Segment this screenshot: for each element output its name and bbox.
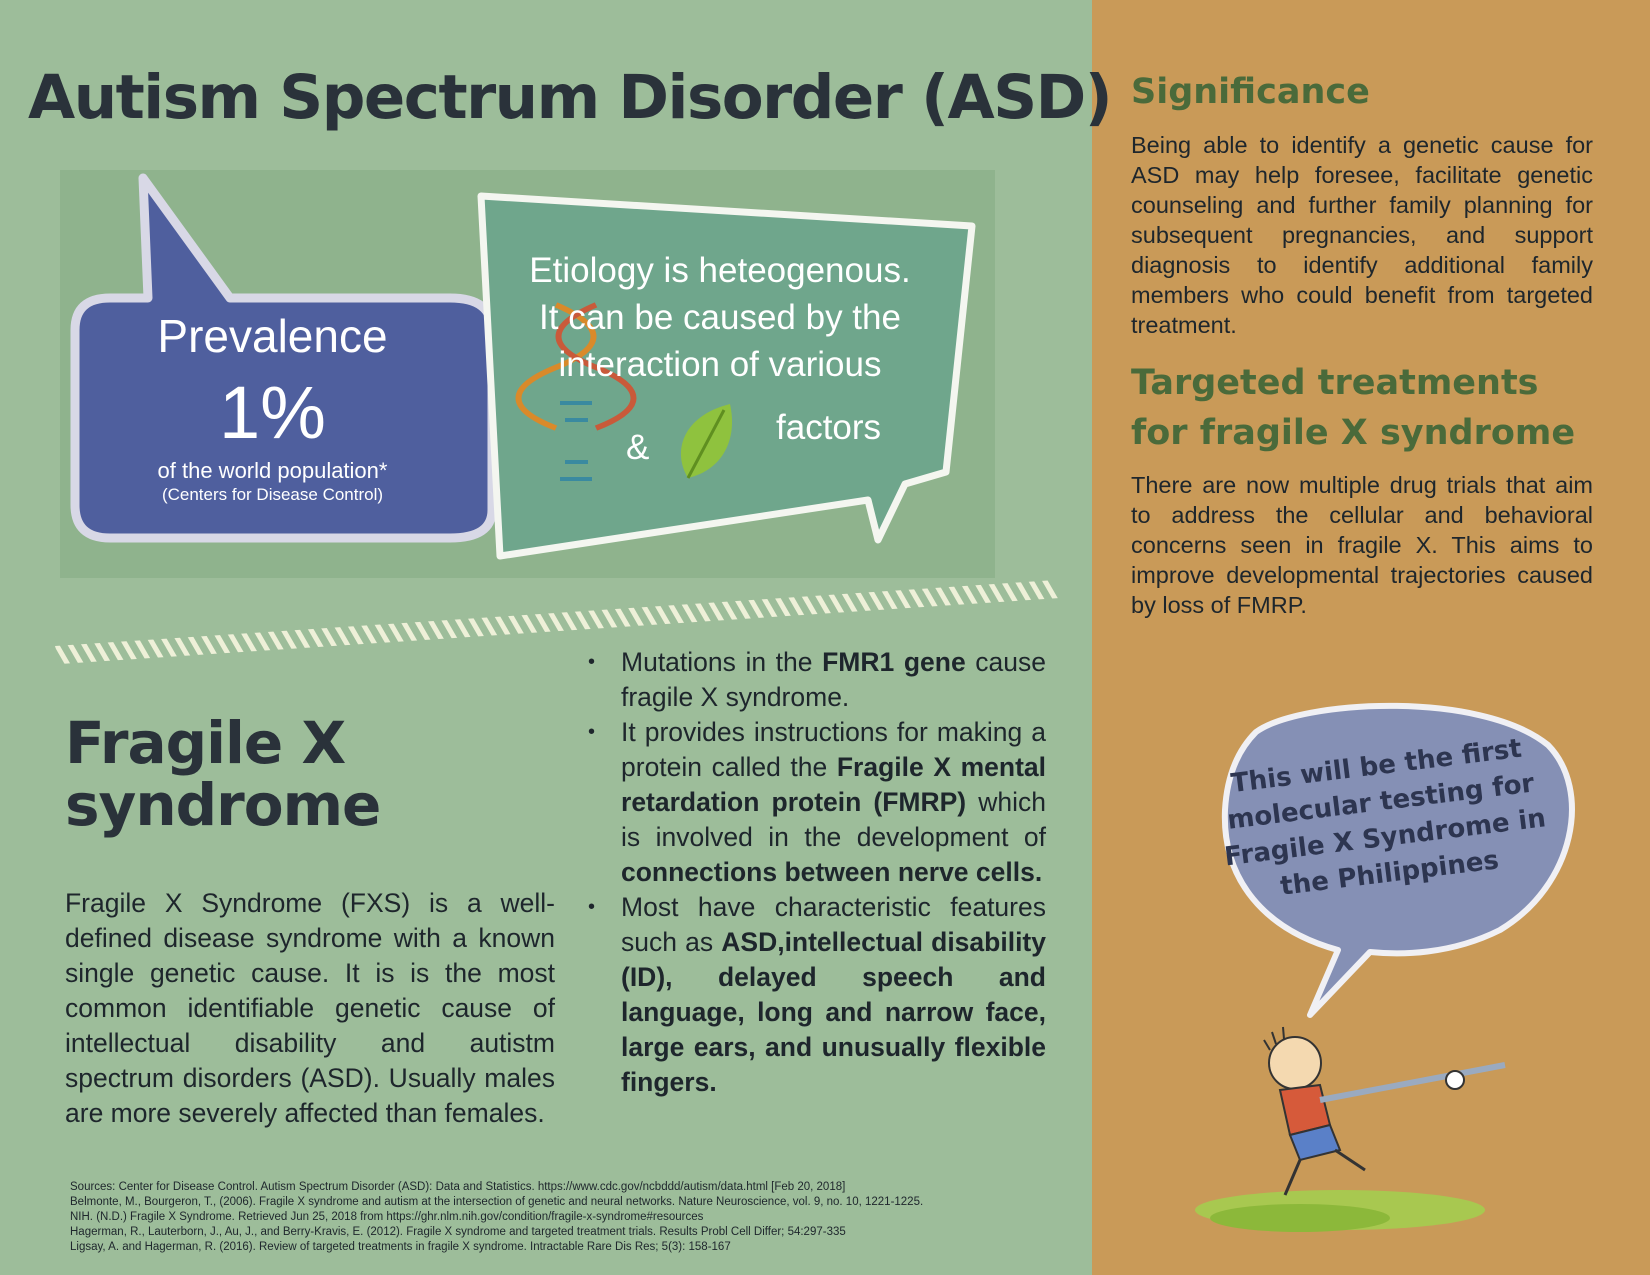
- callout-bubble: [1221, 702, 1575, 1018]
- bullet-bold-text: connections between nerve cells.: [621, 857, 1043, 887]
- significance-text: Being able to identify a genetic cause f…: [1131, 132, 1593, 338]
- fact-bullet: Mutations in the FMR1 gene cause fragile…: [588, 645, 1046, 715]
- fact-bullet: Most have characteristic features such a…: [588, 890, 1046, 1100]
- bullet-text: It provides instructions for making a pr…: [621, 717, 1046, 782]
- etiology-line: Etiology is heteogenous.: [529, 251, 911, 290]
- prevalence-source: (Centers for Disease Control): [161, 485, 384, 504]
- prevalence-label: Prevalence: [157, 310, 388, 362]
- source-line: NIH. (N.D.) Fragile X Syndrome. Retrieve…: [70, 1211, 704, 1223]
- sources-list: Sources: Center for Disease Control. Aut…: [70, 1180, 1080, 1255]
- bullet-bold-text: FMR1 gene: [822, 647, 966, 677]
- leaf-icon: [680, 404, 733, 479]
- source-line: Ligsay, A. and Hagerman, R. (2016). Revi…: [70, 1241, 731, 1253]
- factors-label: factors: [776, 408, 882, 447]
- significance-heading: Significance: [1131, 72, 1370, 112]
- bullet-text: which is involved in the development of: [621, 787, 1046, 852]
- etiology-text: Etiology is heteogenous. It can be cause…: [490, 247, 950, 388]
- bullet-text: Mutations in the: [621, 647, 823, 677]
- prevalence-bubble: [70, 173, 497, 543]
- page-title: Autism Spectrum Disorder (ASD): [28, 62, 1113, 133]
- hatched-divider: [55, 580, 1060, 664]
- bullet-text: Most have characteristic features such a…: [621, 892, 1046, 957]
- targeted-treatments-heading: Targeted treatments for fragile X syndro…: [1131, 363, 1576, 453]
- targeted-treatments-text: There are now multiple drug trials that …: [1131, 472, 1593, 618]
- right-panel: [1092, 0, 1650, 1275]
- etiology-bubble: [477, 192, 976, 560]
- fragile-x-title-line: syndrome: [65, 771, 381, 839]
- prevalence-box: Prevalence 1% of the world population* (…: [70, 310, 475, 506]
- dna-icon: [515, 302, 637, 481]
- prevalence-value: 1%: [219, 371, 326, 454]
- bullet-bold-text: Fragile X mental retardation protein (FM…: [621, 752, 1046, 817]
- bullet-bold-text: ASD,intellectual disability (ID), delaye…: [621, 927, 1046, 1097]
- prevalence-description: of the world population*: [157, 458, 388, 483]
- ampersand: &: [626, 428, 650, 467]
- running-child-illustration: [1195, 1026, 1506, 1232]
- source-line: Hagerman, R., Lauterborn, J., Au, J., an…: [70, 1226, 846, 1238]
- etiology-line: interaction of various: [558, 345, 882, 384]
- fact-bullet: It provides instructions for making a pr…: [588, 715, 1046, 890]
- etiology-line: It can be caused by the: [539, 298, 901, 337]
- fragile-x-description: Fragile X Syndrome (FXS) is a well-defin…: [65, 888, 555, 1128]
- source-line: Belmonte, M., Bourgeron, T., (2006). Fra…: [70, 1196, 924, 1208]
- fragile-x-title: Fragile X syndrome: [65, 712, 485, 836]
- bullet-text: cause fragile X syndrome.: [621, 647, 1046, 712]
- source-line: Sources: Center for Disease Control. Aut…: [70, 1181, 846, 1193]
- fragile-x-title-line: Fragile X: [65, 709, 346, 777]
- fact-bullet-list: Mutations in the FMR1 gene cause fragile…: [588, 645, 1046, 1100]
